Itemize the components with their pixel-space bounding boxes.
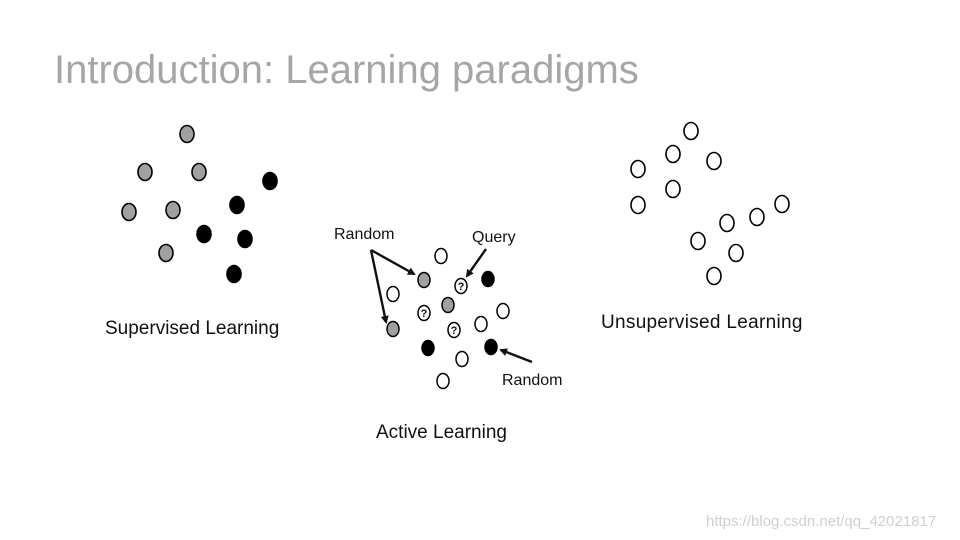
unlabeled-point <box>706 151 722 171</box>
labeled-point-gray <box>179 124 195 144</box>
query-mark: ? <box>421 308 428 320</box>
unlabeled-point <box>749 207 765 227</box>
query-point <box>454 277 468 295</box>
slide-title: Introduction: Learning paradigms <box>54 48 639 92</box>
unlabeled-point <box>683 121 699 141</box>
unlabeled-point <box>665 144 681 164</box>
labeled-point-gray <box>121 202 137 222</box>
arrow-random-to-gray-bottom <box>369 249 389 324</box>
active-learning-label: Active Learning <box>376 422 507 443</box>
labeled-point-black <box>229 195 245 215</box>
supervised-learning-label: Supervised Learning <box>105 318 280 339</box>
active-cluster: ? ? ? Random Query Random <box>334 226 562 390</box>
unlabeled-point <box>719 213 735 233</box>
supervised-cluster <box>121 124 278 284</box>
watermark: https://blog.csdn.net/qq_42021817 <box>706 513 937 530</box>
labeled-point-gray <box>165 200 181 220</box>
unlabeled-point <box>690 231 706 251</box>
labeled-point-gray <box>137 162 153 182</box>
unsupervised-cluster <box>630 121 790 286</box>
unlabeled-point <box>630 195 646 215</box>
query-point <box>447 321 461 339</box>
query-mark: ? <box>451 325 458 337</box>
unlabeled-point <box>706 266 722 286</box>
arrow-random-to-gray-top <box>370 248 416 276</box>
unsupervised-learning-label: Unsupervised Learning <box>601 312 803 333</box>
labeled-point-black <box>237 229 253 249</box>
labeled-point-gray <box>417 271 431 289</box>
arrow-random-to-black <box>499 348 533 364</box>
labeled-point-black <box>226 264 242 284</box>
unlabeled-point <box>496 302 510 320</box>
unlabeled-point <box>434 247 448 265</box>
arrow-query-to-point <box>465 248 487 278</box>
labeled-point-black <box>196 224 212 244</box>
query-mark: ? <box>458 281 465 293</box>
random-annotation-bottom: Random <box>502 372 562 389</box>
unlabeled-point <box>474 315 488 333</box>
labeled-point-black <box>481 270 495 288</box>
labeled-point-gray <box>191 162 207 182</box>
labeled-point-black <box>484 338 498 356</box>
labeled-point-gray <box>158 243 174 263</box>
unlabeled-point <box>436 372 450 390</box>
labeled-point-gray <box>441 296 455 314</box>
labeled-point-black <box>262 171 278 191</box>
query-annotation: Query <box>472 229 516 246</box>
unlabeled-point <box>728 243 744 263</box>
labeled-point-black <box>421 339 435 357</box>
unlabeled-point <box>774 194 790 214</box>
unlabeled-point <box>386 285 400 303</box>
query-point <box>417 304 431 322</box>
random-annotation-top: Random <box>334 226 394 243</box>
unlabeled-point <box>630 159 646 179</box>
unlabeled-point <box>665 179 681 199</box>
unlabeled-point <box>455 350 469 368</box>
labeled-point-gray <box>386 320 400 338</box>
